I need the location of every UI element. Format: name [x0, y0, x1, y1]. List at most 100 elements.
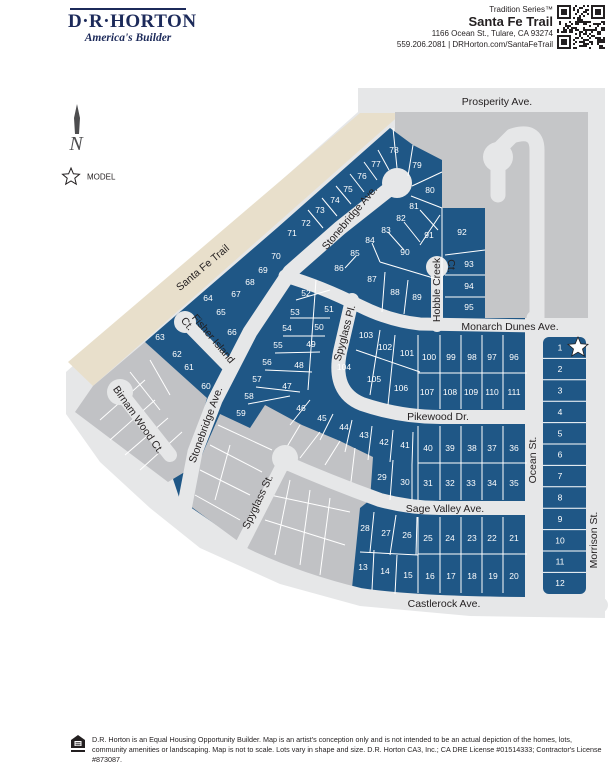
lot-107[interactable]: 107 — [420, 387, 434, 397]
lot-13[interactable]: 13 — [358, 562, 368, 572]
lot-89[interactable]: 89 — [412, 292, 422, 302]
lot-36[interactable]: 36 — [509, 443, 519, 453]
lot-67[interactable]: 67 — [231, 289, 241, 299]
lot-32[interactable]: 32 — [445, 478, 455, 488]
lot-87[interactable]: 87 — [367, 274, 377, 284]
lot-104[interactable]: 104 — [337, 362, 351, 372]
lot-59[interactable]: 59 — [236, 408, 246, 418]
lot-1[interactable]: 1 — [558, 343, 563, 353]
lot-14[interactable]: 14 — [380, 566, 390, 576]
lot-3[interactable]: 3 — [558, 386, 563, 396]
lot-60[interactable]: 60 — [201, 381, 211, 391]
lot-78[interactable]: 78 — [389, 145, 399, 155]
lot-72[interactable]: 72 — [301, 218, 311, 228]
lot-12[interactable]: 12 — [555, 578, 565, 588]
lot-26[interactable]: 26 — [402, 530, 412, 540]
lot-52[interactable]: 52 — [301, 288, 311, 298]
lot-25[interactable]: 25 — [423, 533, 433, 543]
lot-99[interactable]: 99 — [446, 352, 456, 362]
lot-17[interactable]: 17 — [446, 571, 456, 581]
lot-35[interactable]: 35 — [509, 478, 519, 488]
lot-16[interactable]: 16 — [425, 571, 435, 581]
lot-44[interactable]: 44 — [339, 422, 349, 432]
lot-91[interactable]: 91 — [424, 230, 434, 240]
lot-88[interactable]: 88 — [390, 287, 400, 297]
lot-96[interactable]: 96 — [509, 352, 519, 362]
lot-57[interactable]: 57 — [252, 374, 262, 384]
lot-8[interactable]: 8 — [558, 493, 563, 503]
lot-20[interactable]: 20 — [509, 571, 519, 581]
lot-27[interactable]: 27 — [381, 528, 391, 538]
model-home-star-icon[interactable] — [566, 335, 590, 357]
lot-61[interactable]: 61 — [184, 362, 194, 372]
lot-64[interactable]: 64 — [203, 293, 213, 303]
lot-37[interactable]: 37 — [487, 443, 497, 453]
lot-56[interactable]: 56 — [262, 357, 272, 367]
lot-47[interactable]: 47 — [282, 381, 292, 391]
lot-90[interactable]: 90 — [400, 247, 410, 257]
lot-65[interactable]: 65 — [216, 307, 226, 317]
lot-69[interactable]: 69 — [258, 265, 268, 275]
lot-106[interactable]: 106 — [394, 383, 408, 393]
lot-70[interactable]: 70 — [271, 251, 281, 261]
lot-111[interactable]: 111 — [508, 387, 521, 397]
lot-79[interactable]: 79 — [412, 160, 422, 170]
lot-98[interactable]: 98 — [467, 352, 477, 362]
lot-63[interactable]: 63 — [155, 332, 165, 342]
lot-41[interactable]: 41 — [400, 440, 410, 450]
lot-68[interactable]: 68 — [245, 277, 255, 287]
lot-45[interactable]: 45 — [317, 413, 327, 423]
lot-95[interactable]: 95 — [464, 302, 474, 312]
lot-15[interactable]: 15 — [403, 570, 413, 580]
lot-50[interactable]: 50 — [314, 322, 324, 332]
lot-5[interactable]: 5 — [558, 428, 563, 438]
lot-108[interactable]: 108 — [443, 387, 457, 397]
lot-55[interactable]: 55 — [273, 340, 283, 350]
lot-43[interactable]: 43 — [359, 430, 369, 440]
lot-97[interactable]: 97 — [487, 352, 497, 362]
lot-86[interactable]: 86 — [334, 263, 344, 273]
lot-77[interactable]: 77 — [371, 159, 381, 169]
lot-2[interactable]: 2 — [558, 364, 563, 374]
lot-82[interactable]: 82 — [396, 213, 406, 223]
lot-49[interactable]: 49 — [306, 339, 316, 349]
lot-105[interactable]: 105 — [367, 374, 381, 384]
lot-84[interactable]: 84 — [365, 235, 375, 245]
lot-101[interactable]: 101 — [400, 348, 414, 358]
lot-9[interactable]: 9 — [558, 514, 563, 524]
lot-66[interactable]: 66 — [227, 327, 237, 337]
lot-34[interactable]: 34 — [487, 478, 497, 488]
lot-10[interactable]: 10 — [555, 535, 565, 545]
lot-109[interactable]: 109 — [464, 387, 478, 397]
lot-75[interactable]: 75 — [343, 184, 353, 194]
lot-54[interactable]: 54 — [282, 323, 292, 333]
lot-71[interactable]: 71 — [287, 228, 297, 238]
lot-94[interactable]: 94 — [464, 281, 474, 291]
lot-53[interactable]: 53 — [290, 307, 300, 317]
lot-30[interactable]: 30 — [400, 477, 410, 487]
lot-76[interactable]: 76 — [357, 171, 367, 181]
lot-48[interactable]: 48 — [294, 360, 304, 370]
lot-40[interactable]: 40 — [423, 443, 433, 453]
lot-6[interactable]: 6 — [558, 450, 563, 460]
lot-38[interactable]: 38 — [467, 443, 477, 453]
lot-102[interactable]: 102 — [378, 342, 392, 352]
lot-58[interactable]: 58 — [244, 391, 254, 401]
lot-33[interactable]: 33 — [466, 478, 476, 488]
lot-29[interactable]: 29 — [377, 472, 387, 482]
lot-31[interactable]: 31 — [423, 478, 433, 488]
lot-62[interactable]: 62 — [172, 349, 182, 359]
lot-51[interactable]: 51 — [324, 304, 334, 314]
lot-74[interactable]: 74 — [330, 195, 340, 205]
lot-4[interactable]: 4 — [558, 407, 563, 417]
lot-100[interactable]: 100 — [422, 352, 436, 362]
lot-83[interactable]: 83 — [381, 225, 391, 235]
lot-23[interactable]: 23 — [467, 533, 477, 543]
lot-80[interactable]: 80 — [425, 185, 435, 195]
lot-11[interactable]: 11 — [556, 557, 565, 567]
lot-22[interactable]: 22 — [487, 533, 497, 543]
lot-81[interactable]: 81 — [409, 201, 419, 211]
lot-7[interactable]: 7 — [558, 471, 563, 481]
lot-19[interactable]: 19 — [488, 571, 498, 581]
lot-46[interactable]: 46 — [296, 403, 306, 413]
